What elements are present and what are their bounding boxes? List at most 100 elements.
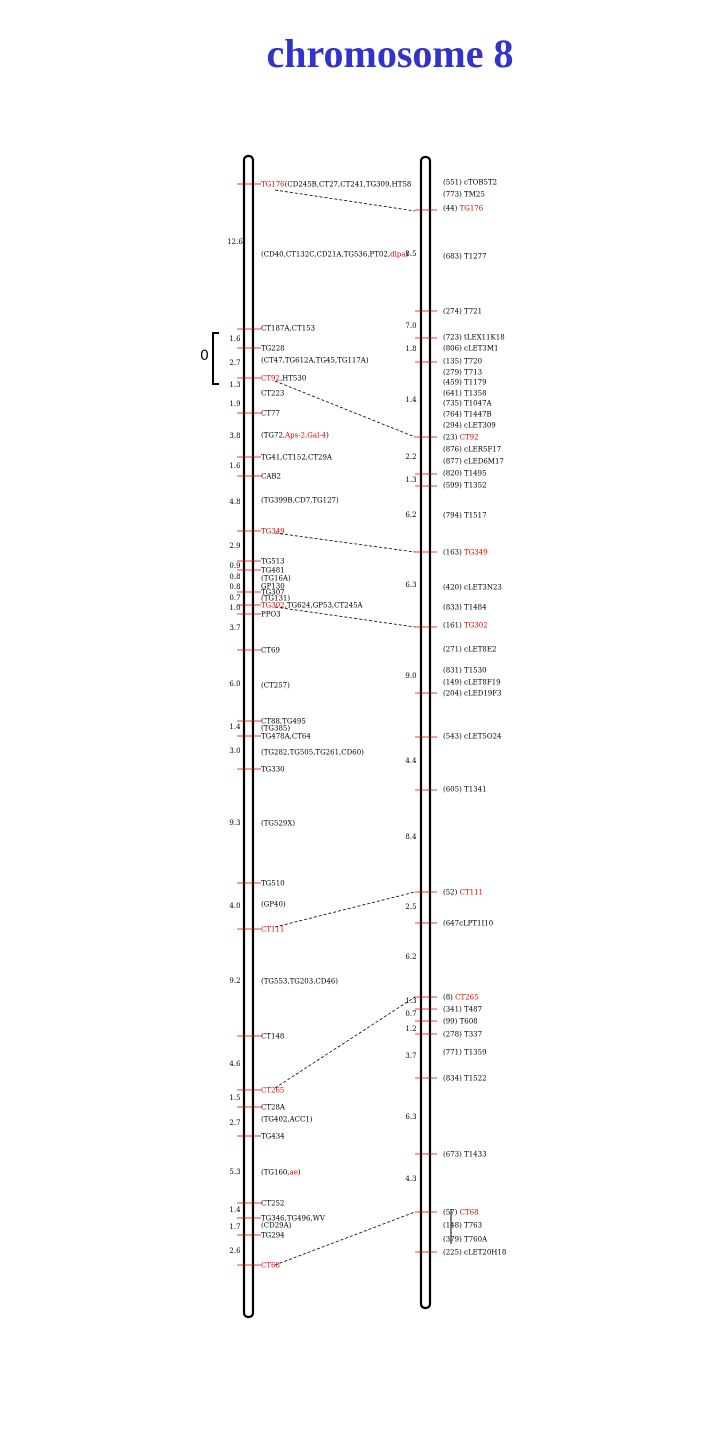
left-marker-label: TG478A,CT64 [261,733,311,741]
left-marker-label: (TG160,ae) [261,1169,301,1177]
label-part: (CD29A) [261,1222,292,1230]
label-part: (CT47,TG612A,TG45,TG117A) [261,357,369,365]
left-distance: 0.7 [229,594,240,602]
label-part: (CD40,CT132C,CD21A,TG536,PT02, [261,251,390,259]
right-marker-label: (806) cLET3M1 [443,345,498,353]
label-part: (TG160, [261,1169,290,1177]
label-part: (TG553,TG203,CD46) [261,978,338,986]
left-distances: 12.61.62.71.31.93.81.64.82.90.90.80.80.7… [227,238,243,1255]
label-part: ae [290,1169,298,1177]
label-part: (683) T1277 [443,253,487,261]
right-marker-label: (163) TG349 [443,549,488,557]
right-marker-label: (599) T1352 [443,482,487,490]
left-distance: 1.3 [229,381,240,389]
label-part: (420) cLET3N23 [443,584,502,592]
right-distance: 1.4 [405,396,417,404]
left-marker-label: (TG16A) [261,575,291,583]
label-part: (TG402,ACC1) [261,1116,313,1124]
right-marker-label: (831) T1530 [443,667,487,675]
label-part: CT265 [261,1087,284,1095]
left-distance: 5.3 [229,1168,240,1176]
right-distance: 8.4 [405,833,417,841]
left-marker-label: TG294 [261,1232,285,1240]
left-marker-label: GP130 [261,583,285,591]
left-distance: 2.6 [229,1247,241,1255]
label-part: TG478A,CT64 [261,733,311,741]
right-marker-label: (225) cLET20H18 [443,1249,506,1257]
right-distance: 1.8 [405,345,416,353]
label-part: CT77 [261,410,280,418]
link-line [274,189,416,212]
right-marker-label: (279) T713 [443,369,482,377]
right-marker-label: (876) cLER5F17 [443,446,501,454]
left-marker-label: PPO3 [261,611,281,619]
bracket: 0 [200,332,219,385]
label-part: CT68 [261,1262,280,1270]
left-marker-label: (GP40) [261,901,286,909]
right-distance: 2.2 [405,453,416,461]
left-distance: 3.0 [229,747,240,755]
label-part: (833) T1484 [443,604,487,612]
label-part: TG302 [261,602,285,610]
label-part: (806) cLET3M1 [443,345,498,353]
label-part: CT252 [261,1200,284,1208]
label-part: (820) T1495 [443,470,487,478]
link-line [274,380,416,438]
label-part: (771) T1359 [443,1049,487,1057]
right-marker-label: (135) T720 [443,358,482,366]
right-distance: 4.3 [405,1175,416,1183]
label-part: TG176 [460,205,484,213]
left-marker-label: (TG131) [261,595,290,603]
label-part: TG349 [261,528,285,536]
right-marker-label: (764) T1447B [443,411,492,419]
label-part: CT111 [261,926,284,934]
left-marker-label: (CD29A) [261,1222,292,1230]
right-marker-label: (820) T1495 [443,470,487,478]
right-marker-label: (647cLPT1I10 [443,920,493,928]
label-part: TG307 [261,589,285,597]
label-part: (TG385) [261,725,290,733]
label-part: (876) cLER5F17 [443,446,501,454]
label-part: TG41,CT152,CT29A [261,454,333,462]
label-part: ,TG624,GP53,CT245A [285,602,364,610]
label-part: (CT257) [261,682,290,690]
left-distance: 2.9 [229,542,240,550]
link-line [274,532,416,553]
right-marker-label: (274) T721 [443,308,482,316]
label-part: (877) cLED6M17 [443,458,504,466]
right-marker-label: (161) TG302 [443,622,488,630]
label-part: (23) [443,434,460,442]
label-part: (149) cLET8F19 [443,679,501,687]
page-title: chromosome 8 [266,31,514,76]
label-part: CT187A,CT153 [261,325,315,333]
left-distance: 0.8 [229,583,240,591]
right-marker-label: (459) T1179 [443,379,487,387]
right-distance: 8.5 [405,250,416,258]
label-part: (TG72, [261,432,285,440]
label-part: TG346,TG496, [261,1215,313,1223]
label-part: (52) [443,889,460,897]
left-marker-label: CT92,HT530 [261,375,306,383]
left-marker-label: TG41,CT152,CT29A [261,454,333,462]
label-part: CT68 [460,1209,479,1217]
left-distance: 12.6 [227,238,243,246]
left-marker-label: CT148 [261,1033,284,1041]
label-part: (459) T1179 [443,379,487,387]
label-part: CAB2 [261,473,281,481]
label-part: (673) T1433 [443,1151,487,1159]
right-marker-label: (877) cLED6M17 [443,458,504,466]
left-marker-label: (TG553,TG203,CD46) [261,978,338,986]
label-part: TG349 [464,549,488,557]
left-marker-label: (CT257) [261,682,290,690]
label-part: ) [298,1169,301,1177]
left-marker-label: (TG72,Aps-2,Gal-4) [261,432,329,440]
right-distance: 7.0 [405,322,416,330]
left-marker-label: TG176(CD245B,CT27,CT241,TG309,HT58 [261,181,411,189]
label-part: (8) [443,994,455,1002]
label-part: (794) T1517 [443,512,487,520]
right-marker-label: (641) T1358 [443,390,487,398]
label-part: ) [326,432,329,440]
right-distance: 9.0 [405,672,416,680]
left-marker-labels: TG176(CD245B,CT27,CT241,TG309,HT58 (CD40,… [261,181,411,1270]
right-marker-label: (271) cLET8E2 [443,646,496,654]
